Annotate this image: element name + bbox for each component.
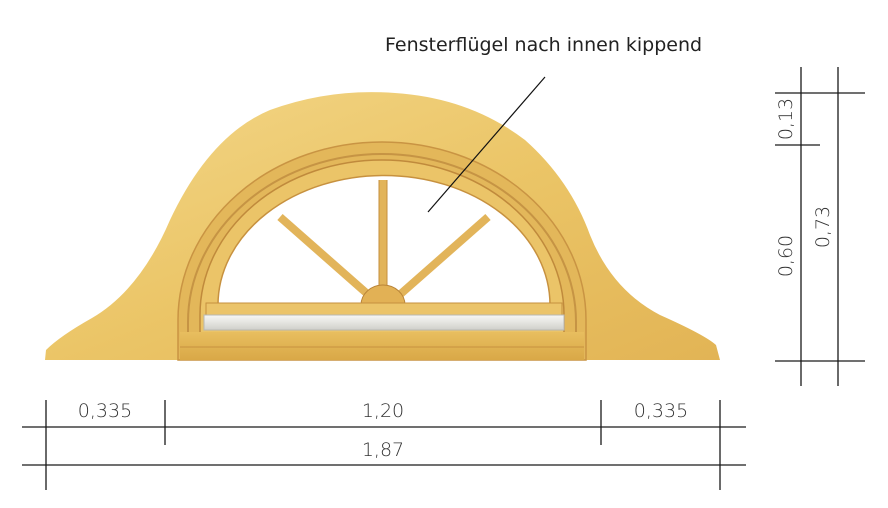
frame-bottom — [180, 332, 584, 360]
dim-label-left: 0,335 — [78, 400, 132, 422]
dim-label-center: 1,20 — [362, 400, 404, 422]
dim-label-total-width: 1,87 — [362, 439, 404, 461]
callout: Fensterflügel nach innen kippend — [385, 34, 702, 213]
window-illustration — [45, 92, 720, 361]
callout-label: Fensterflügel nach innen kippend — [385, 34, 702, 56]
window-frame-groove — [187, 153, 577, 358]
weather-sill — [203, 314, 565, 331]
horizontal-dimensions: 0,335 1,20 0,335 1,87 — [22, 400, 746, 490]
callout-leader-line — [427, 76, 546, 213]
vdim-label-total-height: 0,73 — [812, 206, 834, 248]
sunburst-muntins — [277, 180, 491, 302]
muntin-hub — [360, 284, 406, 306]
sash-bottom-rail — [205, 302, 563, 316]
vdim-label-top: 0,13 — [775, 98, 797, 140]
dim-label-right: 0,335 — [634, 400, 688, 422]
vertical-dimensions: 0,13 0,60 0,73 — [775, 67, 865, 386]
vdim-label-bottom: 0,60 — [775, 235, 797, 277]
